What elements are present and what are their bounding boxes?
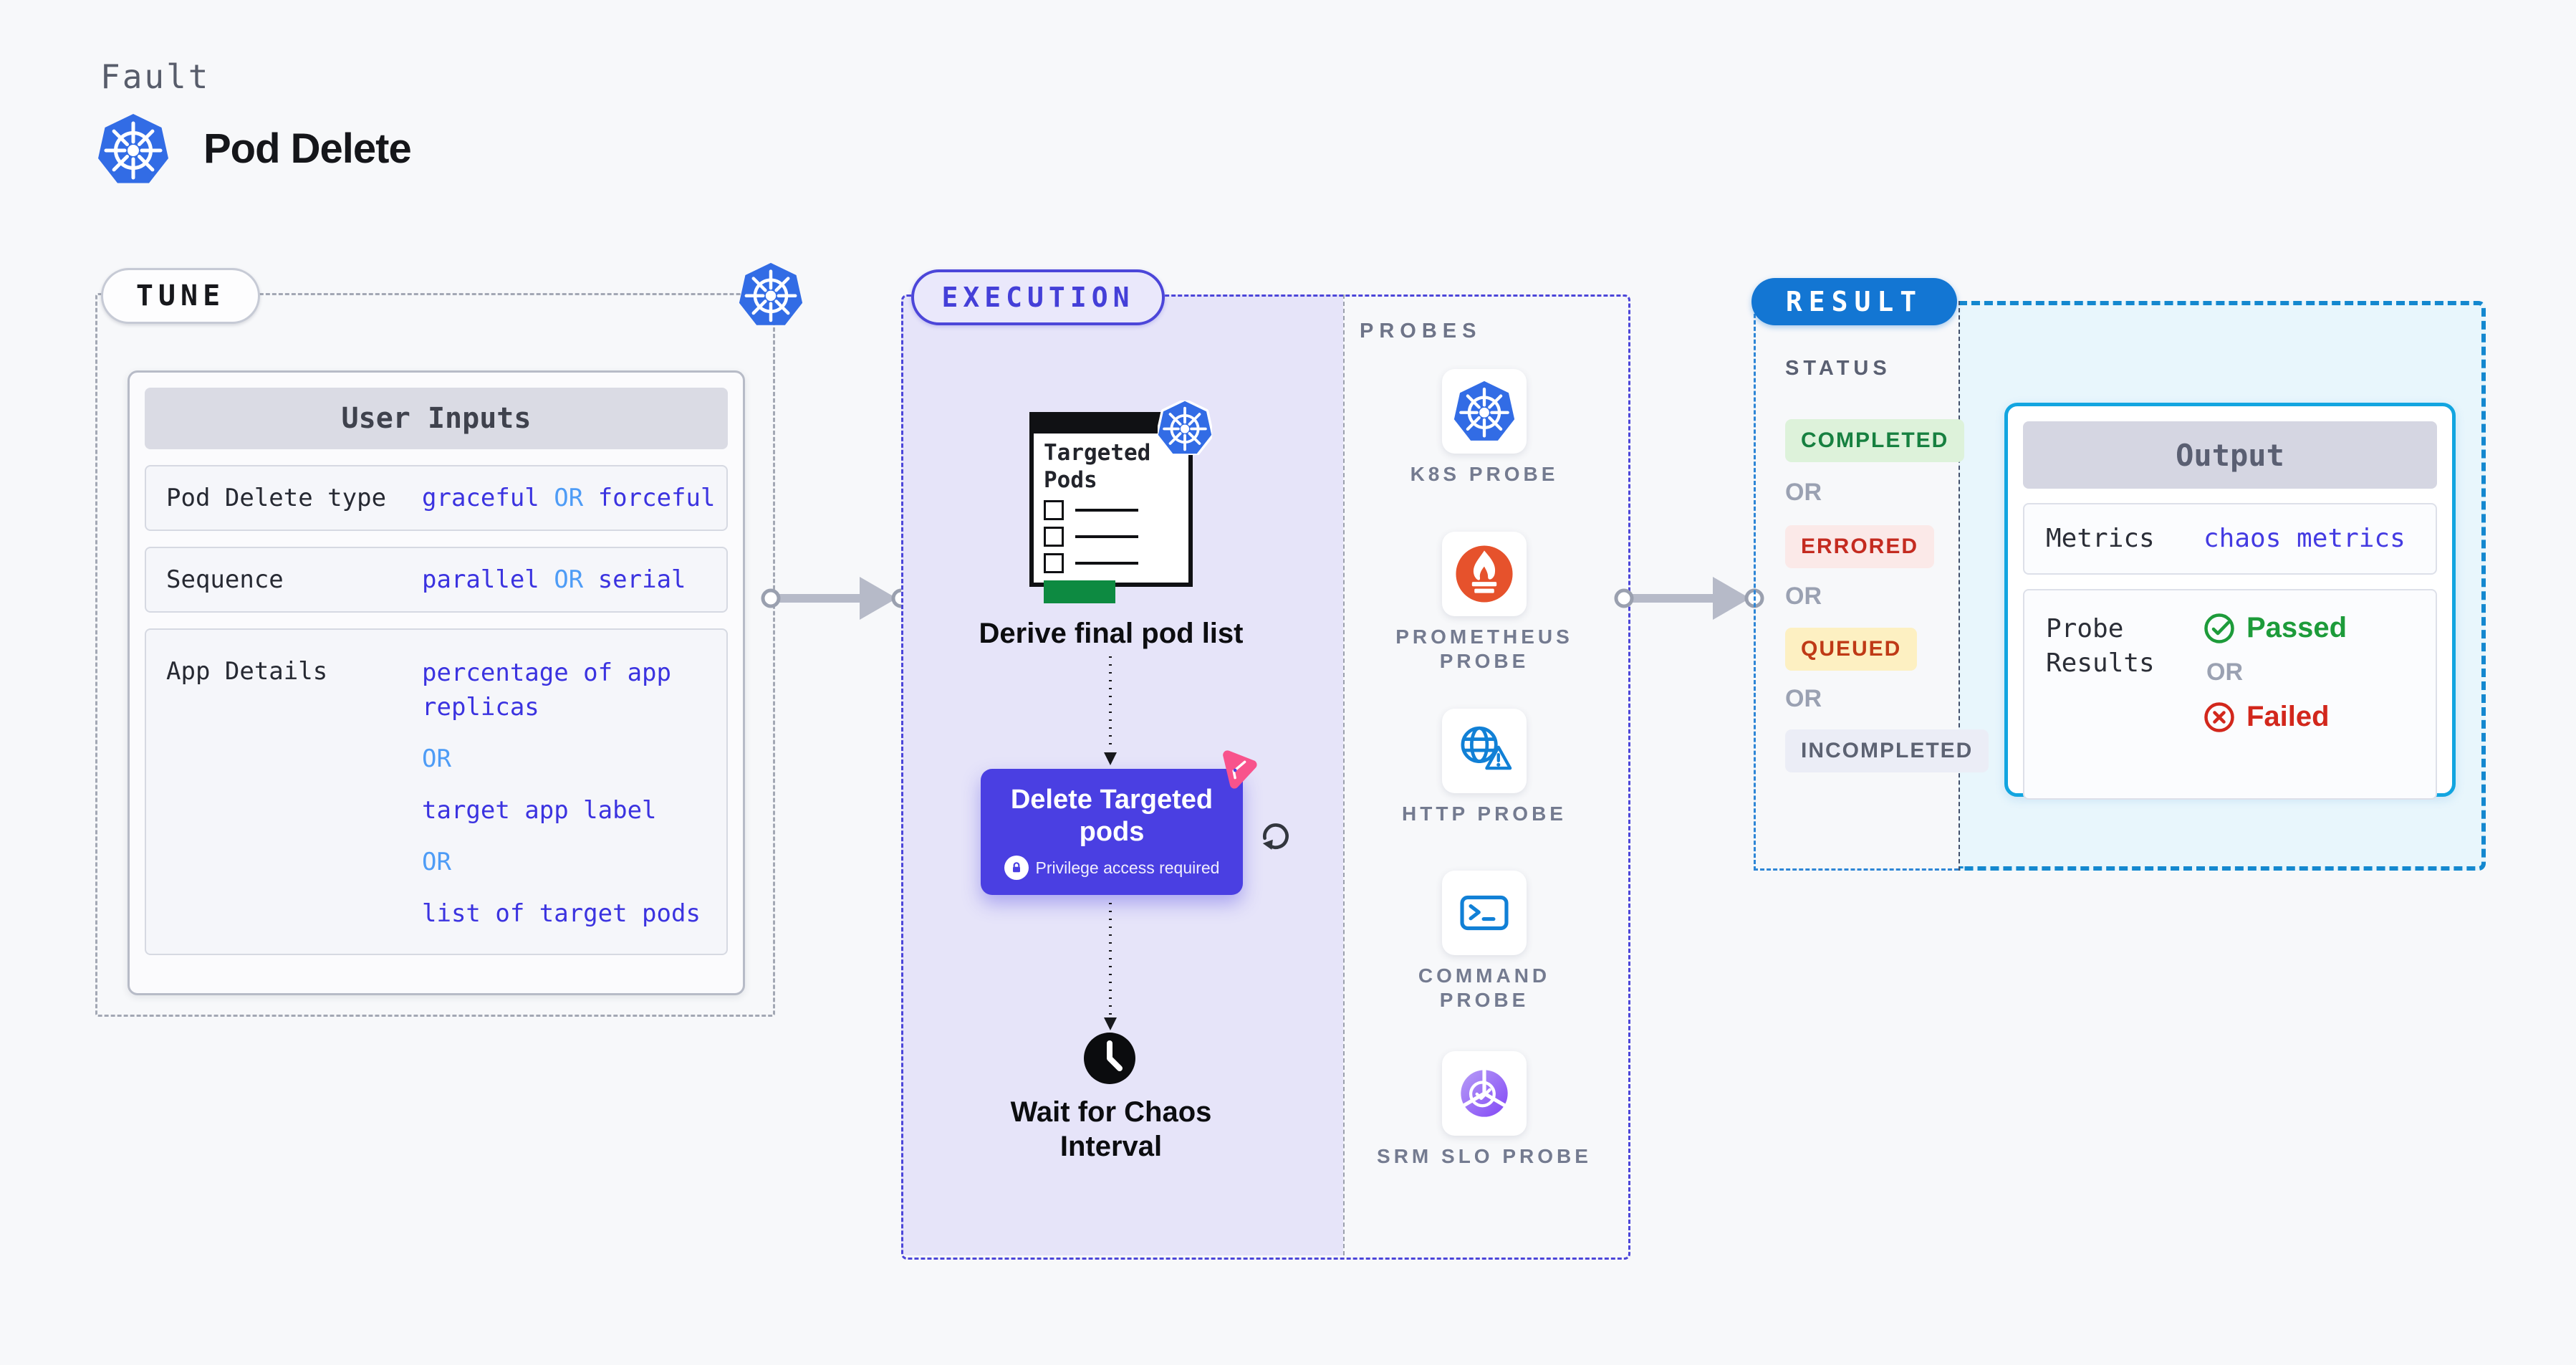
metrics-row: Metrics chaos metrics <box>2023 503 2437 575</box>
input-value: serial <box>597 565 686 594</box>
probe-results-row: Probe Results Passed OR Failed <box>2023 589 2437 800</box>
result-badge: RESULT <box>1751 278 1957 325</box>
tune-badge: TUNE <box>101 268 260 324</box>
input-row-app-details: App Details percentage of app replicas O… <box>145 628 728 955</box>
probe-label: HTTP PROBE <box>1402 803 1567 825</box>
failed-label: Failed <box>2246 701 2330 732</box>
or-separator: OR <box>422 744 451 773</box>
kubernetes-icon <box>97 113 169 185</box>
or-separator: OR <box>422 848 451 876</box>
flow-arrow-down <box>1104 903 1117 1030</box>
srm-slo-probe-icon <box>1461 1069 1508 1117</box>
or-separator: OR <box>2206 658 2243 686</box>
user-inputs-title: User Inputs <box>145 388 728 449</box>
input-value: parallel <box>422 565 539 594</box>
retry-loop-icon <box>1262 823 1289 850</box>
wait-chaos-interval-caption: Wait for Chaos Interval <box>1010 1096 1212 1162</box>
tune-section <box>95 293 775 1017</box>
targeted-pods-title: Targeted Pods <box>1044 440 1151 493</box>
or-separator: OR <box>1785 479 1822 506</box>
progress-bar <box>1044 580 1115 603</box>
probe-card-k8s <box>1442 369 1527 454</box>
checkbox-icon <box>1044 527 1064 547</box>
probe-card-srm-slo <box>1442 1051 1527 1136</box>
lock-icon <box>1004 856 1029 880</box>
probe-label: PROMETHEUS PROBE <box>1395 626 1573 672</box>
derive-pod-list-caption: Derive final pod list <box>979 618 1244 649</box>
metrics-value: chaos metrics <box>2203 524 2406 553</box>
probe-card-prometheus <box>1442 532 1527 616</box>
input-label: Sequence <box>166 565 284 594</box>
passed-label: Passed <box>2246 612 2347 643</box>
probe-label: COMMAND PROBE <box>1418 964 1551 1011</box>
user-inputs-card: User Inputs Pod Delete type graceful OR … <box>128 370 745 995</box>
status-badge-completed: COMPLETED <box>1785 419 1965 462</box>
pod-list-item <box>1044 553 1178 573</box>
probe-label: K8S PROBE <box>1410 463 1559 485</box>
result-status-area <box>1754 301 1959 871</box>
http-probe-icon <box>1461 726 1512 770</box>
prometheus-icon <box>1456 545 1513 603</box>
delete-targeted-pods-step: Delete Targeted pods Privilege access re… <box>981 769 1243 895</box>
flow-arrow-down <box>1104 656 1117 765</box>
probe-result-passed: Passed <box>2203 612 2347 644</box>
probe-label: SRM SLO PROBE <box>1377 1145 1592 1167</box>
checkbox-icon <box>1044 553 1064 573</box>
checkbox-icon <box>1044 500 1064 520</box>
input-value: target app label <box>422 796 657 825</box>
page-title: Pod Delete <box>203 125 412 172</box>
chaos-icon <box>1223 750 1257 789</box>
pod-list-item <box>1044 527 1178 547</box>
probe-card-http <box>1442 709 1527 793</box>
input-value: list of target pods <box>422 899 701 928</box>
result-divider <box>1959 301 1960 871</box>
probe-card-command <box>1442 871 1527 955</box>
status-badge-incompleted: INCOMPLETED <box>1785 729 1989 772</box>
probe-results-label: Probe Results <box>2046 614 2155 678</box>
step-title: Delete Targeted pods <box>1010 785 1213 847</box>
input-value: percentage of app replicas <box>422 658 671 722</box>
probes-divider <box>1343 294 1345 1255</box>
tune-to-execution-arrow <box>761 577 911 620</box>
output-card: Output Metrics chaos metrics Probe Resul… <box>2004 403 2456 800</box>
or-separator: OR <box>1785 685 1822 712</box>
privilege-note: Privilege access required <box>1035 858 1220 877</box>
input-label: App Details <box>166 657 328 686</box>
targeted-pods-node: Targeted Pods <box>1029 412 1193 603</box>
fault-eyebrow: Fault <box>100 57 211 96</box>
probe-result-failed: Failed <box>2203 701 2347 733</box>
command-probe-icon <box>1460 895 1509 931</box>
x-circle-icon <box>2204 701 2234 732</box>
input-row-sequence: Sequence parallel OR serial <box>145 547 728 613</box>
or-separator: OR <box>554 484 584 512</box>
metrics-label: Metrics <box>2046 524 2155 553</box>
input-value: graceful <box>422 484 539 512</box>
kubernetes-icon <box>1158 401 1212 455</box>
k8s-icon <box>1453 380 1515 442</box>
input-value: forceful <box>597 484 716 512</box>
pod-list-item <box>1044 500 1178 520</box>
input-row-pod-delete-type: Pod Delete type graceful OR forceful <box>145 465 728 531</box>
execution-to-result-arrow <box>1614 577 1764 620</box>
kubernetes-icon <box>739 262 803 327</box>
probes-title: PROBES <box>1360 320 1482 343</box>
check-circle-icon <box>2204 613 2234 643</box>
status-badge-errored: ERRORED <box>1785 525 1935 568</box>
clock-icon <box>1084 1033 1135 1084</box>
status-badge-queued: QUEUED <box>1785 628 1918 671</box>
input-label: Pod Delete type <box>166 484 387 512</box>
status-title: STATUS <box>1785 357 1891 380</box>
or-separator: OR <box>1785 583 1822 610</box>
or-separator: OR <box>554 565 584 594</box>
execution-section <box>901 294 1630 1260</box>
execution-badge: EXECUTION <box>911 269 1165 325</box>
output-title: Output <box>2023 421 2437 489</box>
